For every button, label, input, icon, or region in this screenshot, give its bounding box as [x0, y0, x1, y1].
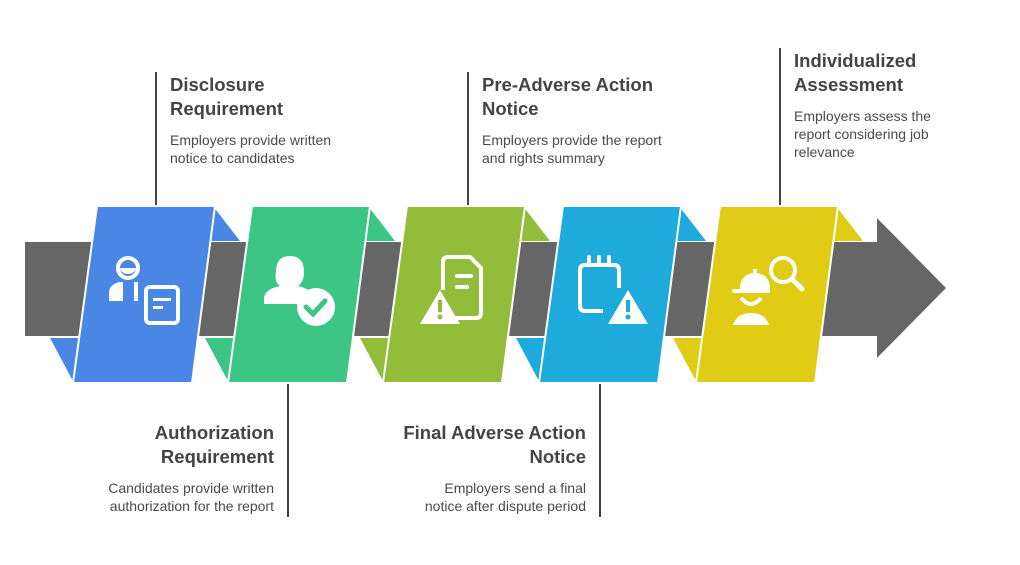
panel-shape [694, 205, 840, 384]
person-document-icon [109, 256, 180, 325]
fold-top [520, 206, 550, 241]
step-panel-4 [516, 205, 706, 384]
fold-top [365, 206, 395, 241]
step-panel-2 [205, 205, 395, 384]
step-desc: Candidates provide written authorization… [108, 480, 274, 514]
worker-search-icon [732, 256, 805, 325]
fold-bottom [516, 338, 545, 383]
step-label-1: Disclosure Requirement Employers provide… [170, 73, 370, 167]
step-title: Final Adverse Action Notice [403, 422, 586, 467]
step-label-4: Final Adverse Action Notice Employers se… [386, 421, 586, 515]
panel-shape [381, 205, 527, 384]
step-label-2: Authorization Requirement Candidates pro… [74, 421, 274, 515]
step-title: Pre-Adverse Action Notice [482, 74, 654, 119]
panel-shape [537, 205, 683, 384]
fold-bottom [205, 338, 234, 383]
person-check-icon [264, 256, 335, 326]
step-panel-1 [50, 205, 240, 384]
fold-top [676, 206, 706, 241]
fold-top [210, 206, 240, 241]
fold-bottom [673, 338, 702, 383]
arrow-head [877, 218, 946, 358]
step-title: Individualized Assessment [794, 50, 917, 95]
step-label-3: Pre-Adverse Action Notice Employers prov… [482, 73, 682, 167]
step-title: Disclosure Requirement [170, 74, 284, 119]
step-title: Authorization Requirement [154, 422, 274, 467]
step-desc: Employers send a final notice after disp… [424, 480, 586, 514]
document-warning-icon [420, 255, 483, 324]
step-label-5: Individualized Assessment Employers asse… [794, 49, 994, 161]
step-desc: Employers provide the report and rights … [482, 132, 662, 166]
step-panel-5 [673, 205, 863, 384]
fold-top [833, 206, 863, 241]
step-panel-3 [360, 205, 550, 384]
connector-lines [155, 48, 781, 517]
fold-bottom [360, 338, 389, 383]
fold-bottom [50, 338, 79, 383]
calendar-warning-icon [578, 255, 648, 324]
step-desc: Employers provide written notice to cand… [170, 132, 332, 166]
step-desc: Employers assess the report considering … [794, 108, 931, 160]
